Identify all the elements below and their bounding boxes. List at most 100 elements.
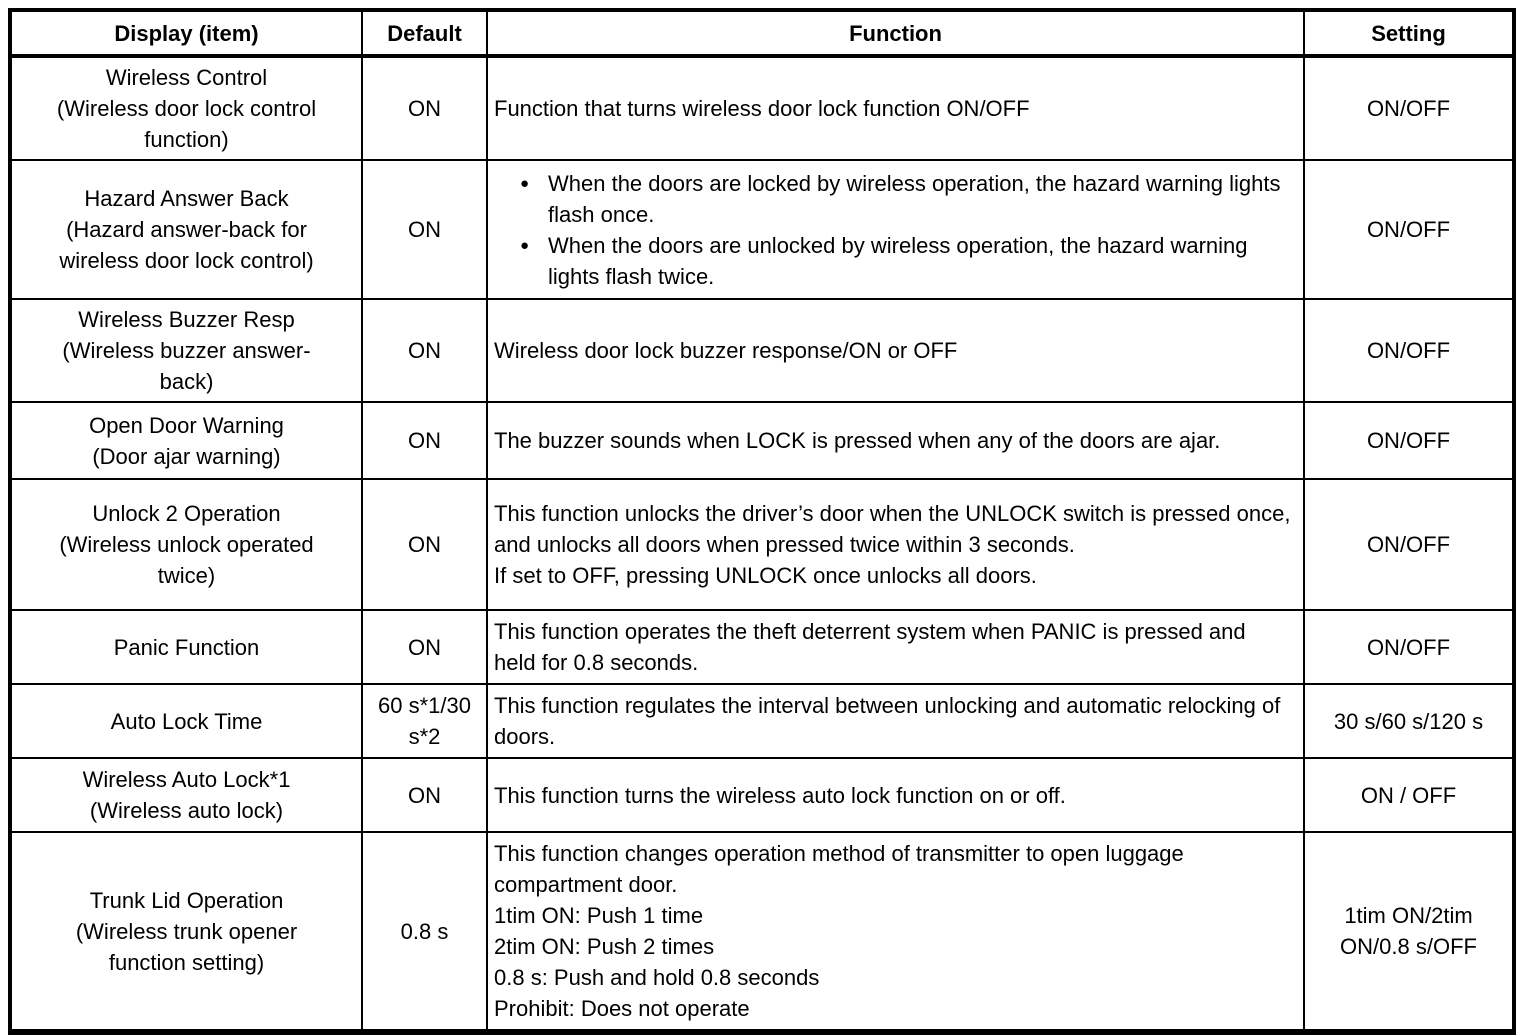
default-value: 0.8 s (400, 918, 449, 944)
table-row: Auto Lock Time 60 s*1/30 s*2 This function… (9, 683, 1515, 759)
setting-value: ON/OFF (1366, 532, 1451, 557)
header-row: Display (item) Default Function Setting (9, 9, 1515, 58)
display-cell: Auto Lock Time (9, 683, 363, 759)
function-cell: This function unlocks the driver’s door … (486, 478, 1305, 611)
default-cell: ON (361, 478, 488, 611)
function-text-line: This function changes operation method o… (494, 841, 1184, 897)
function-cell: ●When the doors are locked by wireless o… (486, 159, 1305, 300)
bullet-text: When the doors are unlocked by wireless … (548, 232, 1248, 289)
function-cell: The buzzer sounds when LOCK is pressed w… (486, 401, 1305, 480)
function-text: The buzzer sounds when LOCK is pressed w… (494, 428, 1221, 453)
bullet-icon: ● (520, 236, 530, 254)
table-row: Open Door Warning (Door ajar warning) ON Th… (9, 401, 1515, 480)
table-row: Unlock 2 Operation (Wireless unlock opera… (9, 478, 1515, 611)
setting-value: ON / OFF (1360, 782, 1457, 808)
setting-cell: ON/OFF (1303, 298, 1515, 403)
table-row: Wireless Buzzer Resp (Wireless buzzer ans… (9, 298, 1515, 403)
table-header: Display (item) Default Function Setting (9, 9, 1515, 58)
header-display-item: Display (item) (9, 9, 363, 58)
setting-value: ON/OFF (1366, 338, 1451, 363)
display-item-subtitle: (Door ajar warning) (92, 443, 281, 469)
display-item-name: Wireless Control (105, 65, 268, 90)
setting-cell: 1tim ON/2tim ON/0.8 s/OFF (1303, 831, 1515, 1033)
table-row: Wireless Auto Lock*1 (Wireless auto lock)… (9, 757, 1515, 833)
function-text-line: Prohibit: Does not operate (494, 996, 750, 1021)
table-body: Wireless Control (Wireless door lock cont… (9, 55, 1515, 1033)
display-item-subtitle: (Hazard answer-back for wireless door lo… (59, 217, 314, 273)
bullet-item: ● When the doors are unlocked by wireless… (494, 230, 1291, 292)
display-item-name: Trunk Lid Operation (89, 887, 284, 913)
default-cell: 60 s*1/30 s*2 (361, 683, 488, 759)
table-row: Trunk Lid Operation(Wireless trunk opene… (9, 831, 1515, 1033)
display-cell: Panic Function (9, 609, 363, 685)
default-value: ON (408, 338, 441, 363)
setting-cell: ON/OFF (1303, 159, 1515, 300)
setting-cell: ON/OFF (1303, 55, 1515, 161)
default-cell: ON (361, 401, 488, 480)
function-text-line: 1tim ON: Push 1 time (494, 903, 704, 928)
display-item-name: Hazard Answer Back (84, 186, 289, 211)
table-row: Hazard Answer Back (Hazard answer-back fo… (9, 159, 1515, 300)
display-item-subtitle: (Wireless buzzer answer-back) (62, 338, 311, 394)
display-cell: Wireless Control (Wireless door lock cont… (9, 55, 363, 161)
default-value: ON (408, 217, 441, 242)
default-value: ON (408, 634, 441, 660)
default-cell: ON (361, 159, 488, 300)
display-cell: Wireless Auto Lock*1 (Wireless auto lock) (9, 757, 363, 833)
display-item-name: Wireless Auto Lock*1 (82, 767, 291, 792)
header-default: Default (361, 9, 488, 58)
function-cell: Wireless door lock buzzer response/ON or… (486, 298, 1305, 403)
display-cell: Wireless Buzzer Resp (Wireless buzzer ans… (9, 298, 363, 403)
header-function: Function (486, 9, 1305, 58)
function-text: Wireless door lock buzzer response/ON or… (494, 338, 958, 363)
display-item-subtitle: (Wireless auto lock) (89, 798, 284, 823)
default-value: ON (408, 96, 441, 121)
default-cell: ON (361, 609, 488, 685)
display-cell: Unlock 2 Operation (Wireless unlock opera… (9, 478, 363, 611)
table-row: Panic Function ON This function operates t… (9, 609, 1515, 685)
function-text-line: 2tim ON: Push 2 times (494, 934, 715, 959)
default-cell: ON (361, 298, 488, 403)
display-item-name: Unlock 2 Operation (92, 501, 281, 526)
display-item-subtitle: (Wireless door lock control function) (56, 96, 317, 152)
function-text: This function turns the wireless auto lo… (494, 782, 1066, 808)
setting-value: ON/OFF (1366, 96, 1451, 121)
bullet-icon: ● (520, 174, 530, 192)
default-cell: 0.8 s (361, 831, 488, 1033)
table-row: Wireless Control (Wireless door lock cont… (9, 55, 1515, 161)
setting-value: ON/OFF (1366, 634, 1451, 660)
function-cell: This function operates the theft deterre… (486, 609, 1305, 685)
function-cell: This function changes operation method o… (486, 831, 1305, 1033)
setting-value: ON/OFF (1366, 428, 1451, 453)
display-cell: Open Door Warning (Door ajar warning) (9, 401, 363, 480)
display-cell: Trunk Lid Operation(Wireless trunk opene… (9, 831, 363, 1033)
function-cell: This function regulates the interval bet… (486, 683, 1305, 759)
function-text: This function regulates the interval bet… (494, 693, 1281, 749)
setting-value: 1tim ON/2tim ON/0.8 s/OFF (1340, 903, 1477, 959)
setting-cell: 30 s/60 s/120 s (1303, 683, 1515, 759)
setting-cell: ON / OFF (1303, 757, 1515, 833)
setting-value: 30 s/60 s/120 s (1333, 708, 1484, 734)
display-item-name: Open Door Warning (89, 412, 284, 438)
setting-cell: ON/OFF (1303, 478, 1515, 611)
function-text-line: If set to OFF, pressing UNLOCK once unlo… (494, 563, 1037, 588)
display-item-subtitle: (Wireless unlock operated twice) (59, 532, 314, 588)
function-cell: This function turns the wireless auto lo… (486, 757, 1305, 833)
setting-cell: ON/OFF (1303, 401, 1515, 480)
display-item-name: Panic Function (113, 634, 260, 660)
default-cell: ON (361, 757, 488, 833)
setting-value: ON/OFF (1366, 217, 1451, 242)
manual-page: Display (item) Default Function Setting … (8, 8, 1516, 1035)
display-item-name: Wireless Buzzer Resp (78, 307, 295, 332)
default-cell: ON (361, 55, 488, 161)
function-text: Function that turns wireless door lock f… (494, 96, 1030, 121)
function-cell: Function that turns wireless door lock f… (486, 55, 1305, 161)
function-text-line: 0.8 s: Push and hold 0.8 seconds (494, 965, 820, 990)
setting-cell: ON/OFF (1303, 609, 1515, 685)
bullet-item: ●When the doors are locked by wireless o… (494, 168, 1291, 230)
display-cell: Hazard Answer Back (Hazard answer-back fo… (9, 159, 363, 300)
default-value: 60 s*1/30 s*2 (378, 693, 471, 749)
default-value: ON (408, 428, 441, 453)
function-text: This function operates the theft deterre… (494, 619, 1246, 675)
header-setting: Setting (1303, 9, 1515, 58)
